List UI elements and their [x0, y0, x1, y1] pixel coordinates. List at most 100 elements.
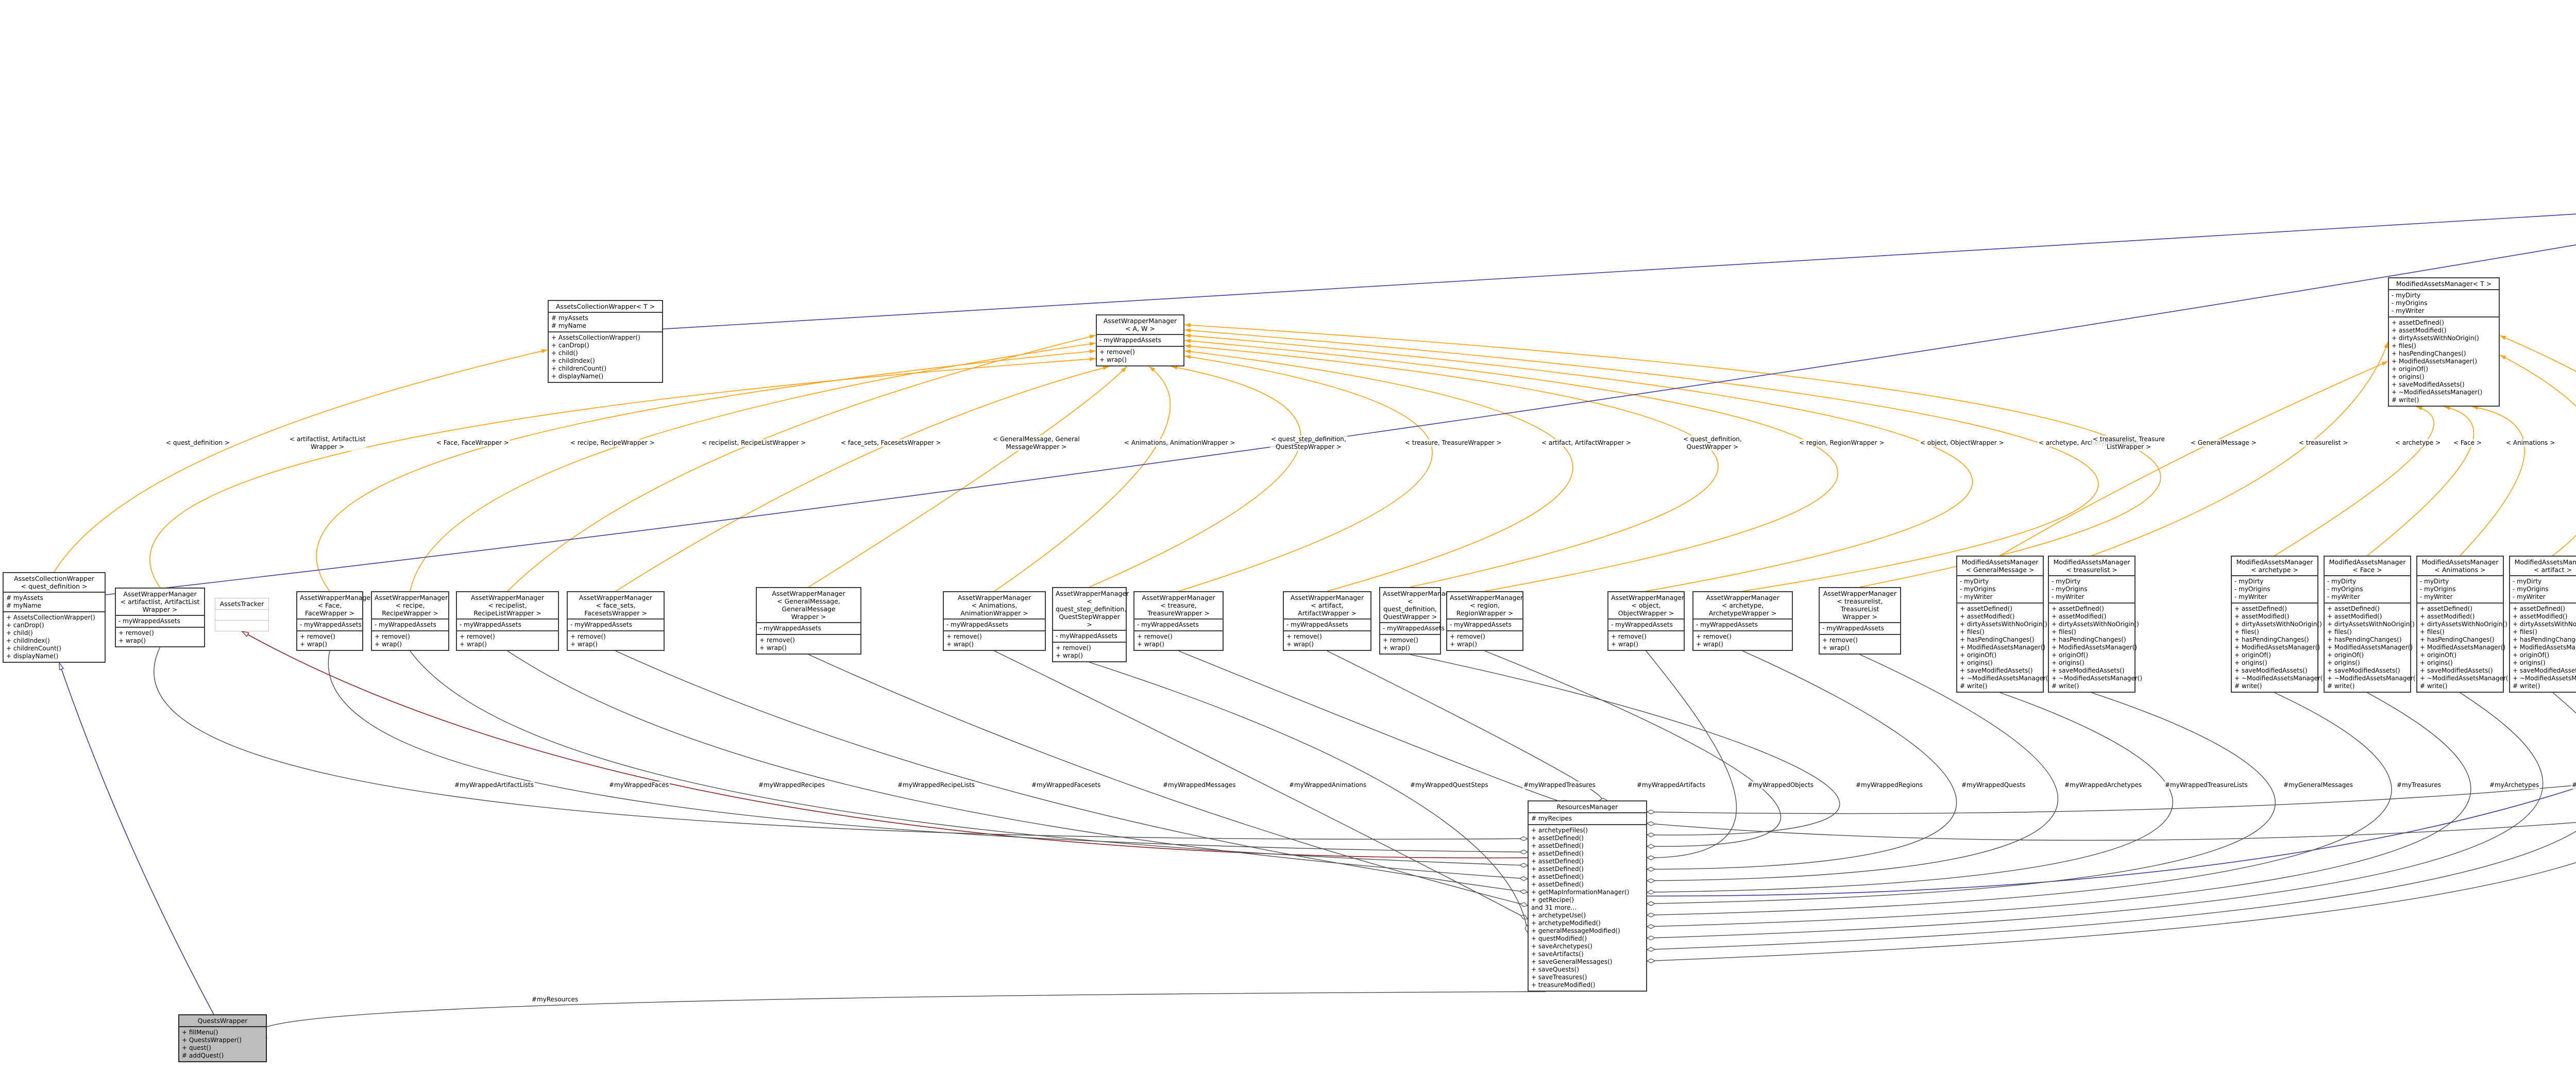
class-awm_face_sets[interactable]: AssetWrapperManager< face_sets, Facesets… [567, 591, 665, 651]
attribute-line: - myWrappedAssets [759, 625, 821, 632]
class-awm_recipelist[interactable]: AssetWrapperManager< recipelist, RecipeL… [456, 591, 559, 651]
class-mam_archetype[interactable]: ModifiedAssetsManager< archetype >- myDi… [2231, 556, 2326, 693]
method-line: + saveModifiedAssets() [2420, 667, 2493, 674]
method-line: + assetDefined() [2234, 605, 2287, 612]
class-awm_artifactlist[interactable]: AssetWrapperManager< artifactlist, Artif… [115, 588, 205, 647]
method-line: + assetDefined() [2420, 605, 2472, 612]
method-line: + remove() [1286, 633, 1322, 640]
method-line: + assetDefined() [1531, 865, 1584, 873]
class-awm_region[interactable]: AssetWrapperManager< region, RegionWrapp… [1446, 591, 1523, 651]
class-resources_manager[interactable]: ResourcesManager # myRecipes + archetypeFi… [1528, 800, 1647, 992]
class-modified_assets_manager_t[interactable]: ModifiedAssetsManager< T >- myDirty- myO… [2388, 277, 2500, 407]
class-awm_recipe[interactable]: AssetWrapperManager< recipe, RecipeWrapp… [371, 591, 449, 651]
class-awm_treasure[interactable]: AssetWrapperManager< treasure, TreasureW… [1133, 591, 1224, 651]
edge-mem [615, 650, 1528, 892]
class-title-line: AssetWrapperManager [1142, 594, 1215, 601]
method-line: + wrap() [1137, 641, 1164, 648]
attribute-line: - myWrappedAssets [375, 621, 436, 628]
method-line: + origins() [2234, 659, 2267, 666]
edge-mem [1646, 650, 1737, 858]
attribute-line: - myWrappedAssets [1286, 621, 1348, 628]
edge-tpl [54, 349, 548, 573]
attribute-line: - myWriter [2513, 593, 2546, 600]
method-line: + wrap() [460, 641, 487, 648]
class-attrs-section: - myWrappedAssets [757, 622, 860, 634]
method-line: + saveGeneralMessages() [1531, 958, 1613, 965]
method-line: + dirtyAssetsWithNoOrigin() [2327, 621, 2415, 628]
class-methods-section: + remove()+ wrap() [1447, 630, 1522, 650]
attribute-line: - myWrappedAssets [1137, 621, 1199, 628]
class-title: AssetWrapperManager< Face, FaceWrapper > [297, 592, 373, 618]
edge-label-t_artifact: < artifact, ArtifactWrapper > [1540, 439, 1632, 447]
class-awm_face[interactable]: AssetWrapperManager< Face, FaceWrapper >… [296, 591, 373, 651]
edge-label-w_recipe_lists: #myWrappedRecipeLists [896, 781, 976, 789]
edge-tpl [1184, 328, 2099, 592]
method-line: + hasPendingChanges() [2327, 636, 2402, 643]
method-line: + remove() [759, 637, 795, 644]
attribute-line: - myWrappedAssets [460, 621, 521, 628]
attribute-line: - myOrigins [2052, 585, 2088, 593]
class-title-line: AssetWrapperManager [1103, 317, 1177, 325]
method-line: + files() [2327, 628, 2352, 635]
edge-label-m_archetype: < archetype > [2394, 439, 2442, 447]
method-line: + treasureModified() [1531, 981, 1596, 989]
class-title-line: ModifiedAssetsManager [2514, 558, 2576, 566]
method-line: + ~ModifiedAssetsManager() [2234, 675, 2326, 682]
class-title: ResourcesManager [1529, 801, 1646, 812]
class-title-line: < A, W > [1125, 325, 1155, 332]
class-mam_face[interactable]: ModifiedAssetsManager< Face >- myDirty- … [2324, 556, 2418, 693]
class-mam_animations[interactable]: ModifiedAssetsManager< Animations >- myD… [2416, 556, 2511, 693]
class-methods-section: + AssetsCollectionWrapper()+ canDrop()+ … [549, 331, 662, 382]
class-assets_collection_wrapper_t[interactable]: AssetsCollectionWrapper< T ># myAssets# … [548, 300, 663, 383]
class-mam_treasurelist[interactable]: ModifiedAssetsManager< treasurelist >- m… [2048, 556, 2142, 693]
edge-tpl [808, 366, 1127, 588]
method-line: + questModified() [1531, 935, 1587, 942]
class-awm_general_message[interactable]: AssetWrapperManager< GeneralMessage, Gen… [756, 587, 861, 655]
method-line: # addQuest() [182, 1052, 224, 1059]
class-assets_collection_wrapper_quest[interactable]: AssetsCollectionWrapper< quest_definitio… [3, 572, 106, 663]
class-awm_quest[interactable]: AssetWrapperManager< quest_definition,Qu… [1379, 587, 1456, 655]
edge-tpl [615, 366, 1110, 592]
class-title: ModifiedAssetsManager< T > [2389, 278, 2499, 289]
method-line: + saveModifiedAssets() [2234, 667, 2308, 674]
class-title-line: AssetsCollectionWrapper< T > [555, 303, 655, 310]
edge-mem [1647, 692, 2576, 949]
class-title-line: AssetsCollectionWrapper [14, 575, 94, 582]
class-title-line: ModifiedAssetsManager [2421, 558, 2499, 566]
method-line: + files() [2052, 628, 2076, 635]
class-title-line: < face_sets, FacesetsWrapper > [584, 601, 647, 617]
class-methods-section: + remove()+ wrap() [457, 630, 558, 650]
class-awm_quest_step[interactable]: AssetWrapperManager< quest_step_definiti… [1052, 587, 1129, 662]
class-title-line: < Face, FaceWrapper > [304, 601, 354, 617]
edge-label-w_facesets: #myWrappedFacesets [1030, 781, 1102, 789]
class-title: AssetWrapperManager< object, ObjectWrapp… [1608, 592, 1684, 618]
edge-label-t_treasure: < treasure, TreasureWrapper > [1404, 439, 1503, 447]
edge-tpl [1178, 355, 1433, 592]
method-line: + saveModifiedAssets() [1960, 667, 2033, 674]
attribute-line: # myRecipes [1531, 815, 1572, 822]
method-line: + wrap() [946, 641, 974, 648]
method-line: + archetypeFiles() [1531, 827, 1588, 834]
attribute-line: - myDirty [2392, 292, 2421, 299]
method-line: # write() [2420, 682, 2448, 690]
class-awm_artifact[interactable]: AssetWrapperManager< artifact, ArtifactW… [1283, 591, 1371, 651]
edge-label-my_resources: #myResources [531, 996, 580, 1003]
class-awm_treasurelist[interactable]: AssetWrapperManager< treasurelist, Treas… [1819, 587, 1901, 655]
edge-label-t_animations: < Animations, AnimationWrapper > [1123, 439, 1236, 447]
class-awm_archetype[interactable]: AssetWrapperManager< archetype, Archetyp… [1692, 591, 1793, 651]
method-line: + generalMessageModified() [1531, 927, 1620, 934]
class-asset_wrapper_manager_t[interactable]: AssetWrapperManager< A, W >- myWrappedAs… [1096, 314, 1184, 366]
class-awm_animations[interactable]: AssetWrapperManager< Animations, Animati… [943, 591, 1046, 651]
class-awm_object[interactable]: AssetWrapperManager< object, ObjectWrapp… [1607, 591, 1685, 651]
method-line: + childIndex() [551, 357, 595, 364]
edge-mem [808, 654, 1528, 906]
class-mam_artifact[interactable]: ModifiedAssetsManager< artifact >- myDir… [2509, 556, 2576, 693]
method-line: + wrap() [570, 641, 598, 648]
class-attrs-section: - myDirty- myOrigins- myWriter [2417, 575, 2503, 602]
class-methods-section: + remove()+ wrap() [568, 630, 664, 650]
edge-tpl [2274, 406, 2434, 556]
class-mam_general_message[interactable]: ModifiedAssetsManager< GeneralMessage >-… [1956, 556, 2050, 693]
class-title-line: < recipelist, RecipeListWrapper > [473, 601, 541, 617]
attribute-line: - myDirty [2327, 578, 2357, 585]
class-methods-section: + AssetsCollectionWrapper()+ canDrop()+ … [4, 611, 105, 662]
